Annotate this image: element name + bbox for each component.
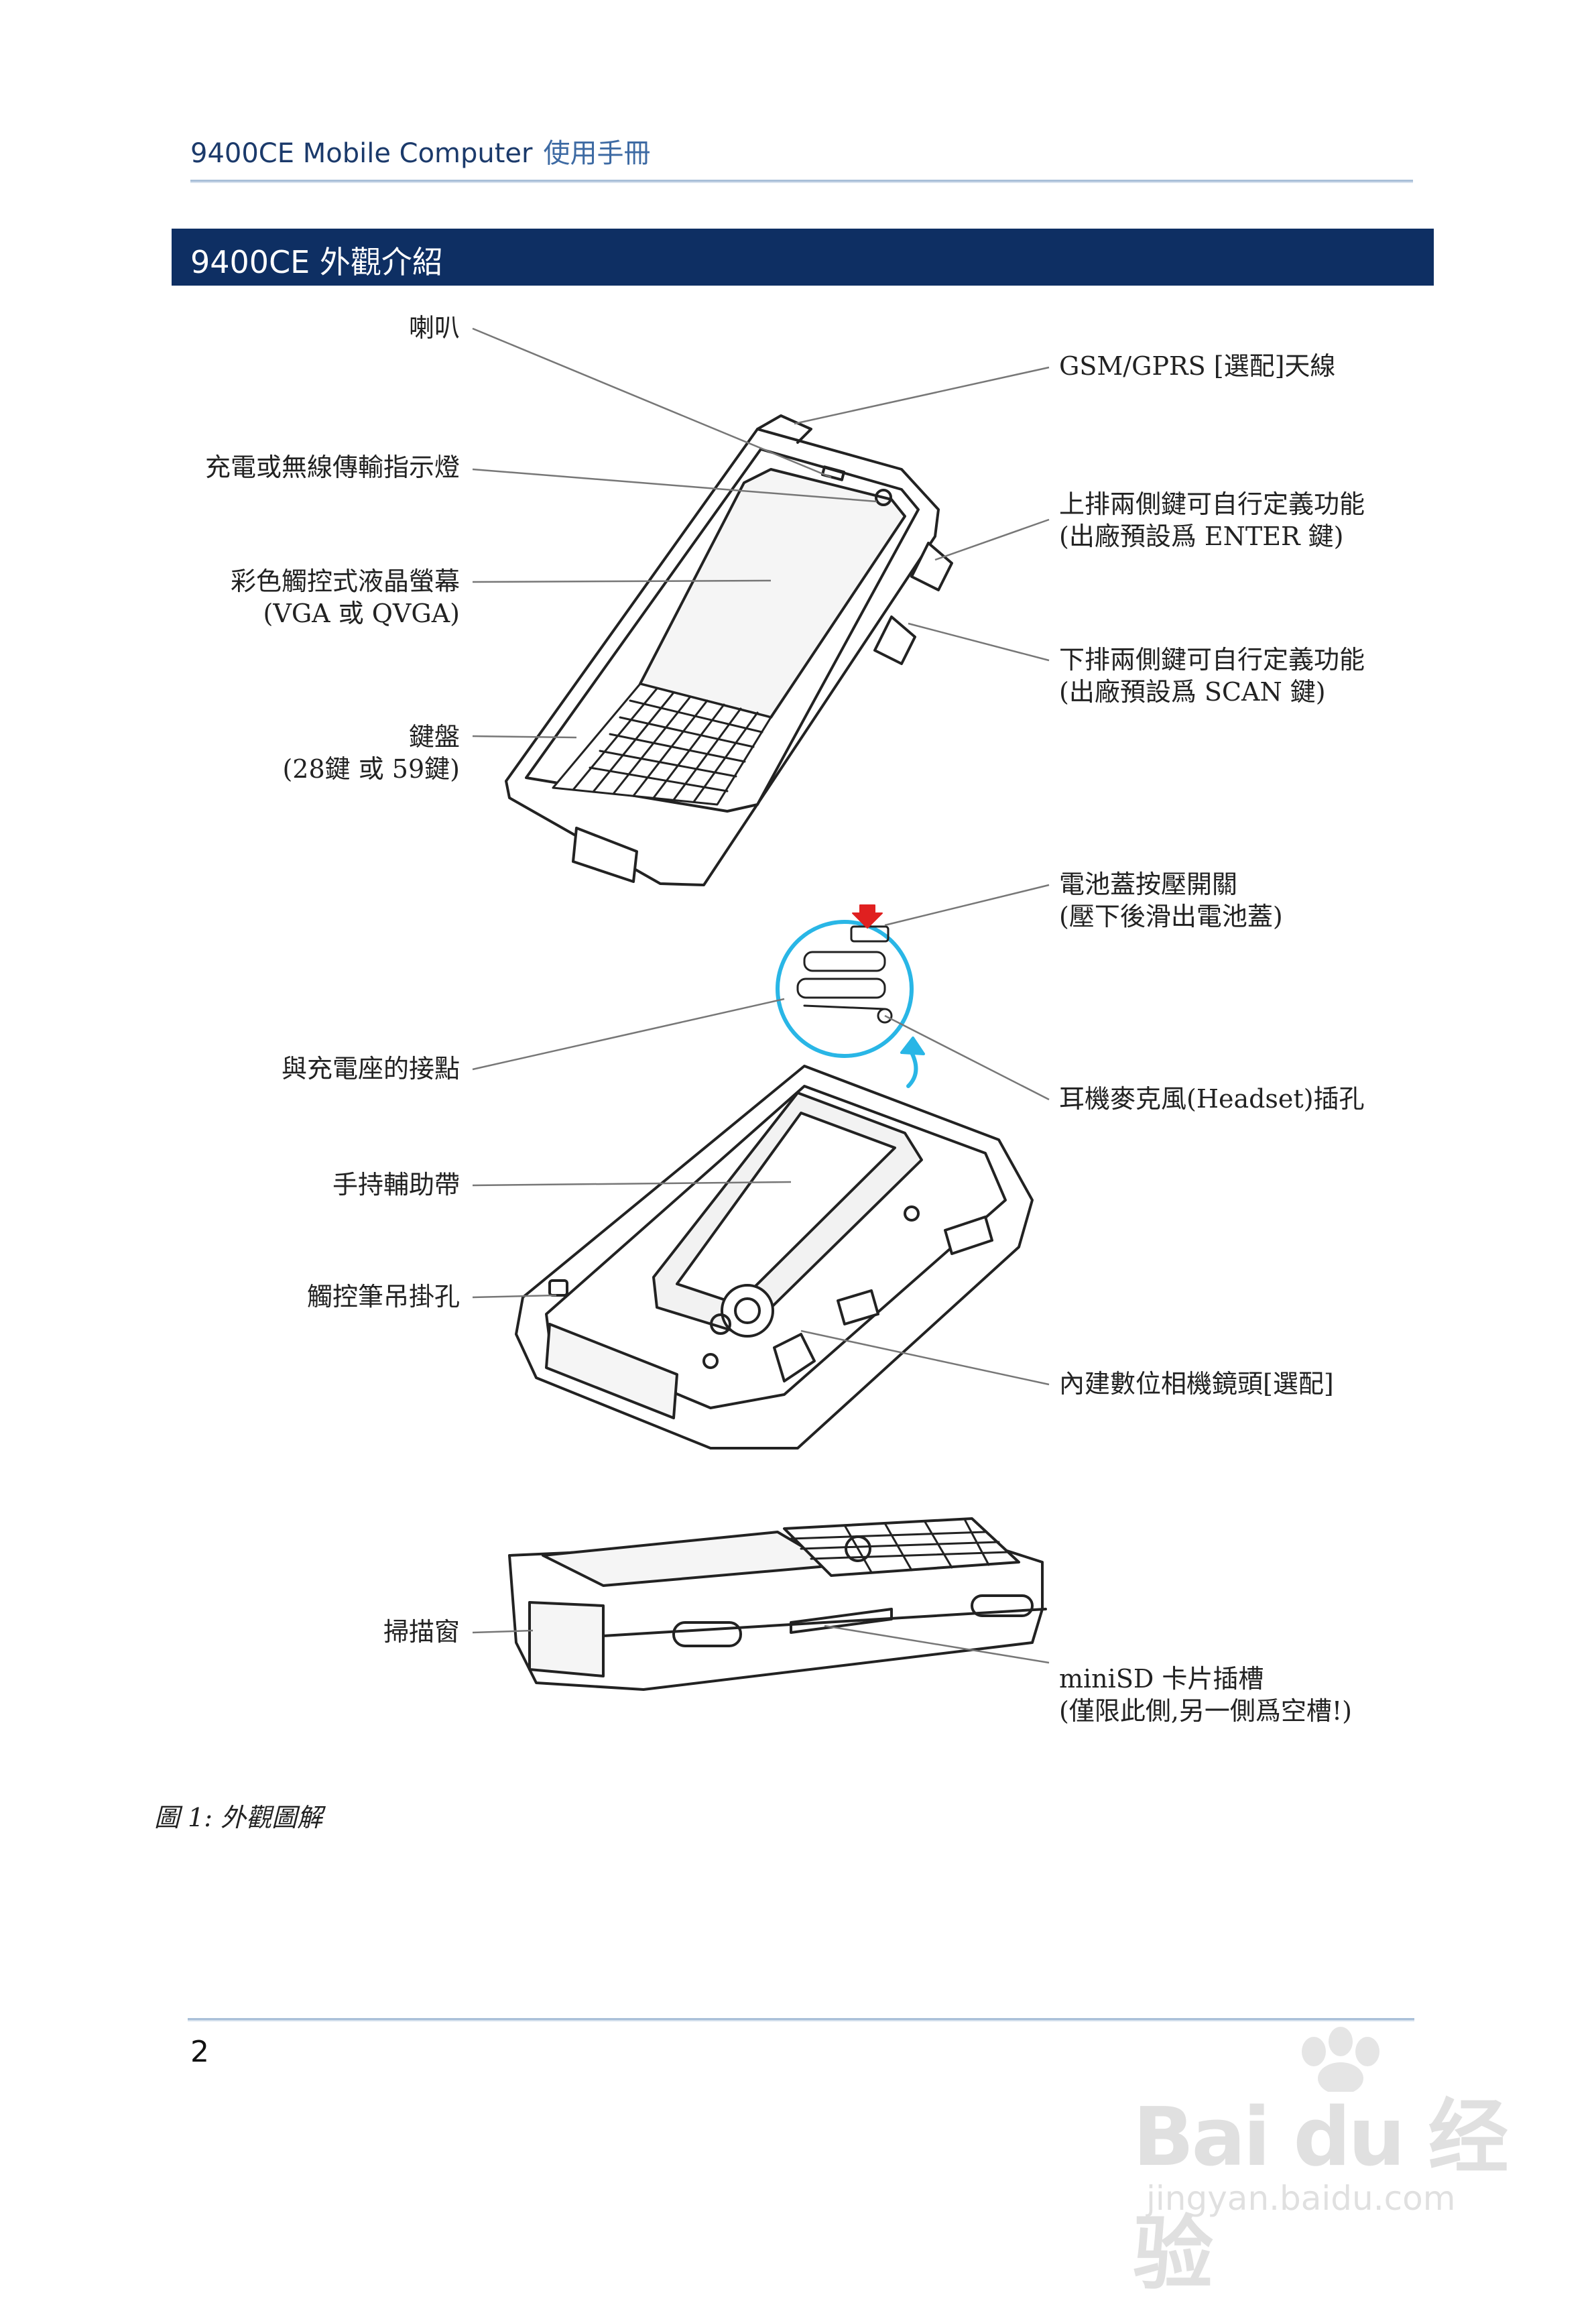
label-speaker: 喇叭 xyxy=(408,313,460,343)
label-keyboard-line1: 鍵盤 xyxy=(408,722,460,752)
baidu-watermark: Bai du 经验 jingyan.baidu.com xyxy=(1133,2025,1508,2301)
header-title: 9400CE Mobile Computer xyxy=(190,138,533,169)
device-back-view xyxy=(515,1065,1034,1450)
device-front-view xyxy=(505,414,953,886)
header-subtitle: 使用手冊 xyxy=(543,138,651,169)
label-antenna: GSM/GPRS [選配]天線 xyxy=(1059,351,1336,381)
section-title-bar: 9400CE 外觀介紹 xyxy=(172,229,1434,286)
label-screen: 彩色觸控式液晶螢幕 (VGA 或 QVGA) xyxy=(231,565,460,630)
label-minisd: miniSD 卡片插槽 (僅限此側,另一側爲空槽!) xyxy=(1059,1663,1352,1727)
pointer-arrow xyxy=(906,1051,918,1088)
label-lower-keys-line1: 下排兩側鍵可自行定義功能 xyxy=(1059,645,1365,674)
label-minisd-line2: (僅限此側,另一側爲空槽!) xyxy=(1059,1696,1353,1726)
label-indicator: 充電或無線傳輸指示燈 xyxy=(204,453,460,482)
device-illustration xyxy=(472,327,1050,1691)
watermark-brand: Bai du 经验 xyxy=(1133,2091,1508,2301)
label-keyboard: 鍵盤 (28鍵 或 59鍵) xyxy=(282,721,460,785)
label-lower-keys-line2: (出廠預設爲 SCAN 鍵) xyxy=(1059,677,1326,707)
watermark-url: jingyan.baidu.com xyxy=(1146,2179,1456,2218)
label-headset: 耳機麥克風(Headset)插孔 xyxy=(1059,1084,1365,1114)
label-upper-keys: 上排兩側鍵可自行定義功能 (出廠預設爲 ENTER 鍵) xyxy=(1059,488,1365,552)
press-arrow-icon xyxy=(852,904,883,929)
label-stylus: 觸控筆吊掛孔 xyxy=(306,1282,460,1311)
device-side-view xyxy=(508,1517,1047,1691)
label-camera: 內建數位相機鏡頭[選配] xyxy=(1059,1369,1334,1399)
header-rule xyxy=(190,180,1413,183)
label-upper-keys-line2: (出廠預設爲 ENTER 鍵) xyxy=(1059,522,1344,551)
callout-circle xyxy=(776,920,914,1058)
label-lower-keys: 下排兩側鍵可自行定義功能 (出廠預設爲 SCAN 鍵) xyxy=(1059,644,1365,708)
label-strap: 手持輔助帶 xyxy=(332,1170,460,1199)
label-cradle: 與充電座的接點 xyxy=(281,1054,460,1083)
figure-caption: 圖 1: 外觀圖解 xyxy=(154,1803,323,1832)
label-battery-line2: (壓下後滑出電池蓋) xyxy=(1059,902,1283,931)
paw-icon xyxy=(1302,2027,1379,2092)
label-keyboard-line2: (28鍵 或 59鍵) xyxy=(282,754,460,784)
label-scanner: 掃描窗 xyxy=(383,1617,460,1647)
running-header: 9400CE Mobile Computer 使用手冊 xyxy=(190,131,651,170)
section-title: 9400CE 外觀介紹 xyxy=(190,244,443,280)
footer-rule xyxy=(188,2018,1414,2021)
label-battery-line1: 電池蓋按壓開關 xyxy=(1059,870,1238,899)
label-screen-line2: (VGA 或 QVGA) xyxy=(263,599,460,628)
label-battery: 電池蓋按壓開關 (壓下後滑出電池蓋) xyxy=(1059,868,1283,933)
label-upper-keys-line1: 上排兩側鍵可自行定義功能 xyxy=(1059,489,1365,519)
leader-lines xyxy=(472,327,1050,1664)
label-minisd-line1: miniSD 卡片插槽 xyxy=(1059,1664,1264,1694)
page-number: 2 xyxy=(190,2035,209,2069)
label-screen-line1: 彩色觸控式液晶螢幕 xyxy=(230,567,460,596)
